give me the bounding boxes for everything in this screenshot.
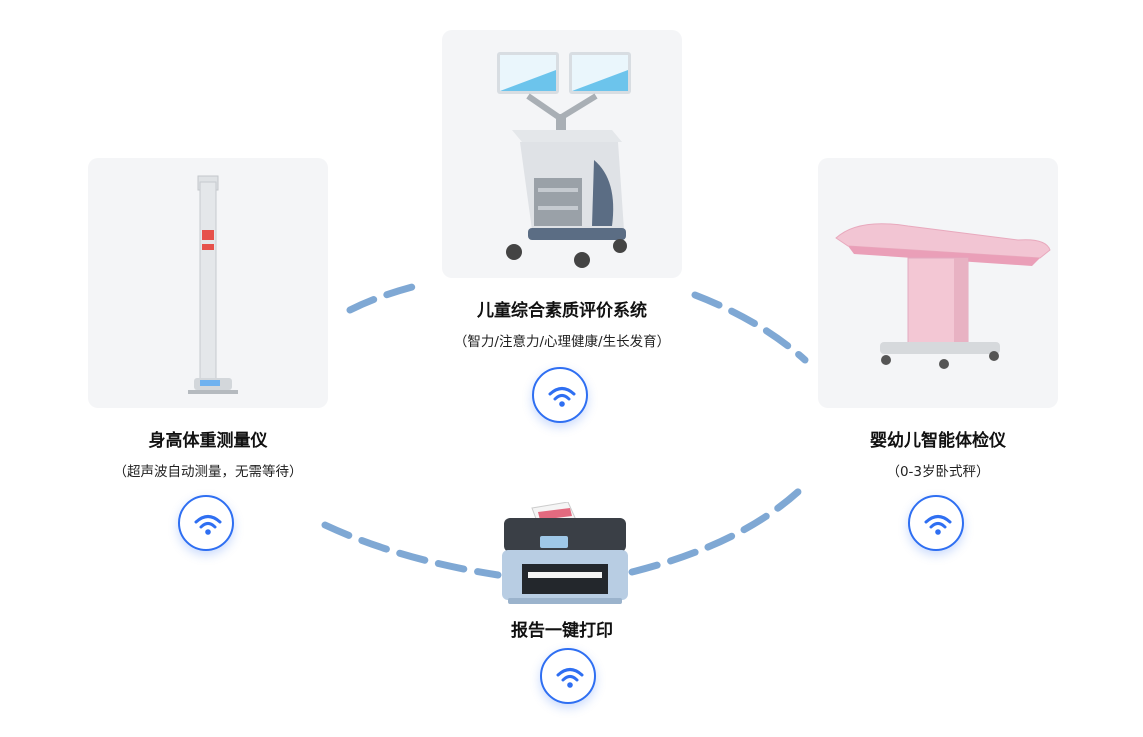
infant-scale-card <box>818 158 1058 408</box>
wifi-icon <box>924 515 952 535</box>
wifi-icon <box>556 668 584 688</box>
connector-top-left <box>346 281 424 314</box>
connector-bottom-left <box>321 521 502 579</box>
printer-title: 报告一键打印 <box>511 621 613 641</box>
height-weight-card <box>88 158 328 408</box>
infant-bed-scale-image <box>835 223 1051 369</box>
cognitive-system-title: 儿童综合素质评价系统 <box>477 301 647 321</box>
height-weight-title: 身高体重测量仪 <box>148 431 268 451</box>
height-weight-subtitle: （超声波自动测量，无需等待） <box>113 464 303 480</box>
cognitive-system-wifi-badge <box>532 367 588 423</box>
printer-wifi-badge <box>540 648 596 704</box>
wifi-icon <box>548 387 576 407</box>
height-weight-wifi-badge <box>178 495 234 551</box>
infant-scale-subtitle: （0-3岁卧式秤） <box>886 464 990 480</box>
wifi-icon <box>194 515 222 535</box>
infant-scale-title: 婴幼儿智能体检仪 <box>870 431 1006 451</box>
connector-bottom-right <box>628 486 804 576</box>
printer-image <box>502 502 628 604</box>
infant-scale-wifi-badge <box>908 495 964 551</box>
connector-top-right <box>691 291 809 364</box>
cart-dual-monitor-image <box>497 52 631 268</box>
cognitive-system-card <box>442 30 682 278</box>
height-scale-image <box>188 175 238 394</box>
cognitive-system-subtitle: （智力/注意力/心理健康/生长发育） <box>453 334 671 350</box>
